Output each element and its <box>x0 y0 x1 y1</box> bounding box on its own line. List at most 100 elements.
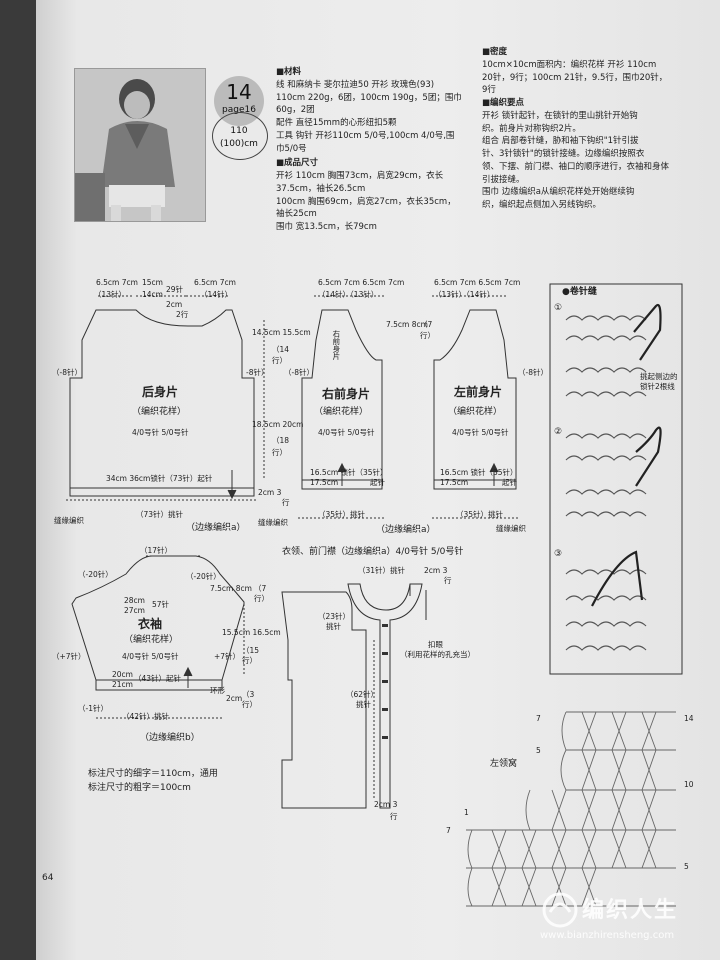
sleeve-width: 28cm <box>124 596 145 605</box>
left-front-pattern: （编织花样） <box>448 407 503 417</box>
sleeve-chain-2: 21cm <box>112 680 133 689</box>
right-front-pattern: （编织花样） <box>314 407 369 417</box>
front-neck-rows-2: 行） <box>420 331 435 340</box>
collar-top-rows: 2cm 3 <box>424 566 448 575</box>
left-front-border: 缝缘编织 <box>496 524 526 533</box>
sleeve-chain: 20cm <box>112 670 133 679</box>
right-front-chain: 17.5cm <box>310 478 339 487</box>
materials-block: ■材料 线 和麻纳卡 斐尔拉迪50 开衫 玫瑰色(93) 110cm 220g，… <box>276 66 476 234</box>
sleeve-dec: （-1针） <box>78 704 108 713</box>
collar-top: （31针）挑针 <box>358 566 406 575</box>
key-point-line: 织。前身片对称钩织2片。 <box>482 123 581 134</box>
body-dim: 18.5cm 20cm <box>252 420 304 429</box>
sleeve-needles: 4/0号针 5/0号针 <box>122 652 179 661</box>
armhole-rows-2: 行） <box>272 356 287 365</box>
key-point-line: 引拔接缝。 <box>482 174 525 185</box>
back-dim: 15cm <box>142 278 163 287</box>
sleeve-cap-left: （-20针） <box>78 570 113 579</box>
left-front-hem <box>433 479 517 490</box>
left-front-pick: （35针）挑针 <box>456 510 504 519</box>
materials-line: 工具 钩针 开衫110cm 5/0号,100cm 4/0号,围 <box>276 130 455 141</box>
right-front-pick: （35针）挑针 <box>318 510 366 519</box>
key-point-line: 组合 肩部卷针缝，胁和袖下钩织"1针引拔 <box>482 136 639 147</box>
sleeve-pick: （42针）挑针 <box>122 712 170 721</box>
key-point-line: 织，编织起点侧加入另线钩织。 <box>482 200 602 210</box>
collar-top-rows-2: 行 <box>444 576 452 585</box>
sleeve-outline <box>71 555 245 681</box>
right-front-chain: 16.5cm 锁针（35针） <box>310 468 388 477</box>
back-hem <box>69 487 255 497</box>
collar-side: （23针） <box>318 612 351 621</box>
chart-row-left: 5 <box>536 746 541 755</box>
materials-line: 线 和麻纳卡 斐尔拉迪50 开衫 玫瑰色(93) <box>276 79 435 90</box>
sleeve-edge-rows: （3 <box>242 690 255 699</box>
key-point-line: 领、下摆、前门襟、袖口的顺序进行，衣袖和身体 <box>482 161 670 172</box>
back-outline <box>69 309 255 489</box>
back-neck-rows: 2行 <box>176 310 189 319</box>
left-front-outline <box>433 309 517 481</box>
band-pick: （62针） <box>346 690 379 699</box>
right-front-top-2: （14针）（13针） <box>318 290 379 299</box>
back-side-right: -8针） <box>246 368 269 377</box>
back-side: （-8针） <box>52 368 82 377</box>
collar-band-outline <box>347 583 423 809</box>
page-reference: page16 <box>222 105 256 115</box>
materials-line: 巾5/0号 <box>276 143 307 154</box>
right-front-top: 6.5cm 7cm 6.5cm 7cm <box>318 278 405 287</box>
size-note: 标注尺寸的细字＝110cm，通用 <box>88 769 218 779</box>
front-neck-dim: 7.5cm 8cm <box>386 320 428 329</box>
left-front-top: 6.5cm 7cm 6.5cm 7cm <box>434 278 521 287</box>
back-dim: 6.5cm 7cm <box>194 278 236 287</box>
sleeve-width-2: 27cm <box>124 606 145 615</box>
back-pattern: （编织花样） <box>132 407 187 417</box>
sleeve-edge: 2cm <box>226 694 243 703</box>
finished-size-line: 开衫 110cm 胸围73cm，肩宽29cm，衣长 <box>276 171 444 181</box>
hem-dim: 2cm 3 <box>258 488 282 497</box>
back-chain: 34cm 36cm锁针（73针）起针 <box>106 474 213 483</box>
armhole-rows: （14 <box>272 345 290 354</box>
left-front-chain: 16.5cm 锁针（35针） <box>440 468 518 477</box>
sleeve-cap-right: （-20针） <box>186 572 221 581</box>
left-front-top-2: （13针）（14针） <box>434 290 495 299</box>
watermark-logo: 编织人生 www.bianzhirensheng.com <box>538 886 718 948</box>
materials-line: 配件 直径15mm的心形纽扣5颗 <box>276 118 397 128</box>
body-rows: （18 <box>272 436 290 445</box>
back-border: （边缘编织a） <box>186 523 246 533</box>
sleeve-height-rows: （15 <box>242 646 260 655</box>
sleeve-cap-rows-2: （7 <box>254 584 267 593</box>
whip-panel-border <box>549 283 683 675</box>
back-dim: 29针 <box>166 285 184 294</box>
front-neck-rows: （7 <box>420 320 433 329</box>
back-neck-dim: 2cm <box>166 300 183 309</box>
left-front-needles: 4/0号针 5/0号针 <box>452 428 509 437</box>
back-dim: 6.5cm 7cm <box>96 278 138 287</box>
chart-row-left: 7 <box>446 826 451 835</box>
sleeve-inc-right: +7针） <box>214 652 241 661</box>
finished-size-heading: ■成品尺寸 <box>276 158 319 169</box>
chart-row-left: 1 <box>464 808 469 817</box>
key-points-heading: ■编织要点 <box>482 98 525 108</box>
right-front-chain: 起针 <box>370 478 385 487</box>
sleeve-top: （17针） <box>140 546 173 555</box>
size-ring <box>212 112 268 160</box>
back-pick: （73针）挑针 <box>136 510 184 519</box>
chart-title: 左领窝 <box>490 759 518 769</box>
key-point-line: 开衫 锁针起针，在锁针的里山挑针开始钩 <box>482 110 638 121</box>
front-border: （边缘编织a） <box>376 525 436 535</box>
back-title: 后身片 <box>142 385 179 399</box>
sleeve-cuff <box>95 679 223 691</box>
key-point-line: 围巾 边缘编织a从编织花样处开始继续钩 <box>482 187 635 198</box>
sleeve-edge-rows-2: 行） <box>242 700 257 709</box>
book-page: 14 page16 110 (100)cm ■材料 线 和麻纳卡 斐尔拉迪50 … <box>36 0 720 960</box>
collar-side-2: 挑针 <box>326 622 341 631</box>
sleeve-height: 15.5cm 16.5cm <box>222 628 281 637</box>
size-line-1: 110 <box>230 126 248 136</box>
back-dim: （13针） <box>94 290 127 299</box>
left-front-title: 左前身片 <box>454 385 503 399</box>
buttonhole-label: 扣眼 <box>428 640 443 649</box>
watermark-url: www.bianzhirensheng.com <box>540 930 675 941</box>
schematic-lines <box>66 283 683 907</box>
back-border-label: 缝缘编织 <box>54 516 84 525</box>
finished-size-line: 100cm 胸围69cm，肩宽27cm，衣长35cm， <box>276 196 456 207</box>
sleeve-inc-left: （+7针） <box>52 652 86 661</box>
